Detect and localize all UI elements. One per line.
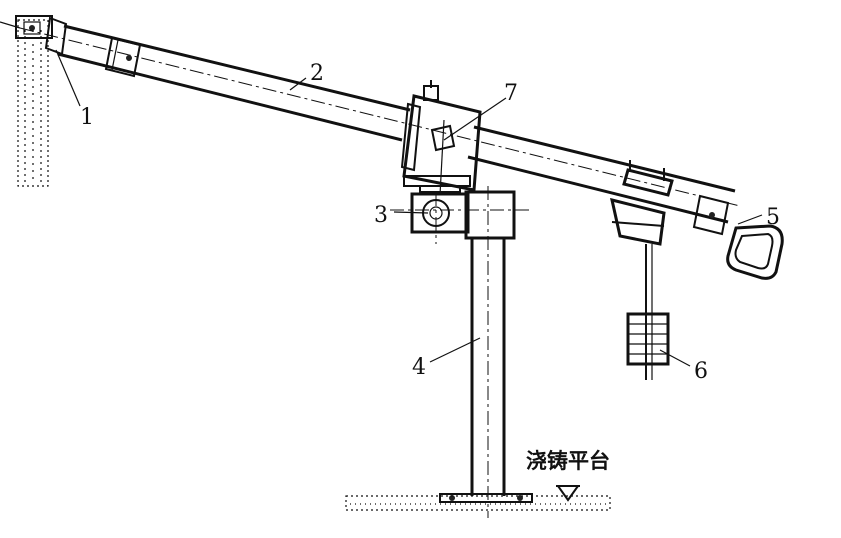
label-7: 7 bbox=[504, 81, 518, 106]
left-wall bbox=[17, 19, 49, 187]
support-column bbox=[439, 186, 533, 518]
label-4: 4 bbox=[412, 355, 426, 380]
label-2: 2 bbox=[310, 61, 324, 86]
tilt-housing bbox=[400, 80, 482, 196]
handle bbox=[692, 194, 784, 280]
arm-tube bbox=[19, 24, 741, 224]
hoist-trolley bbox=[610, 160, 674, 380]
gearbox-joint bbox=[390, 190, 532, 244]
label-3: 3 bbox=[374, 203, 388, 228]
label-5: 5 bbox=[766, 205, 780, 230]
label-6: 6 bbox=[694, 359, 708, 384]
platform-label: 浇铸平台 bbox=[526, 449, 610, 473]
counterweight bbox=[626, 312, 670, 366]
leader-lines bbox=[55, 49, 763, 367]
casting-platform-floor bbox=[345, 485, 611, 511]
pivot-hinge bbox=[0, 15, 68, 56]
label-1: 1 bbox=[80, 105, 94, 130]
